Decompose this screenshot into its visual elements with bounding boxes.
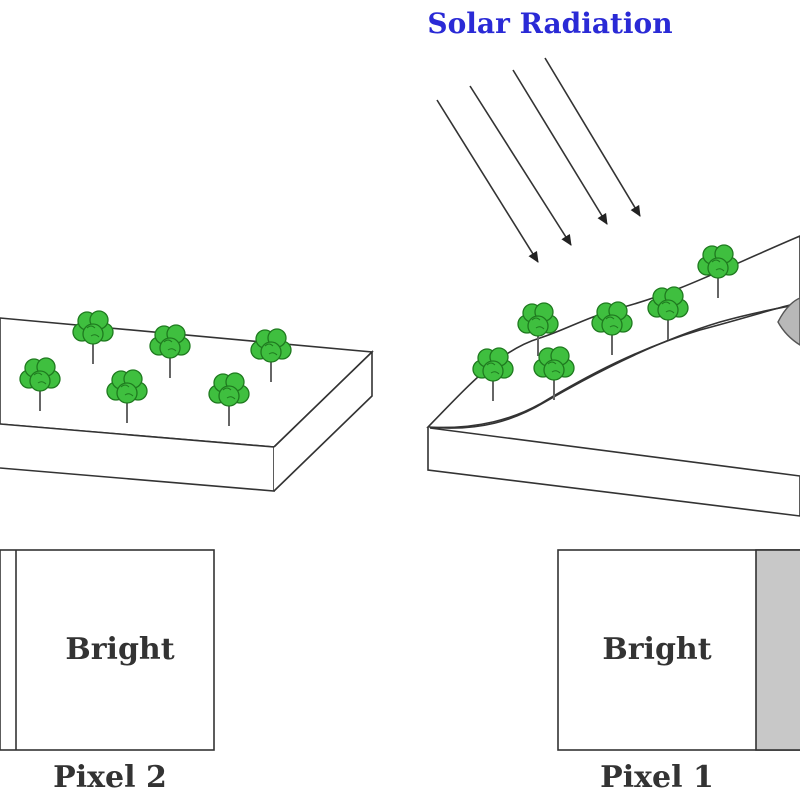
radiation-arrow <box>512 69 608 225</box>
radiation-arrow <box>544 57 641 217</box>
pixel-1-cell-label: Bright <box>602 632 711 667</box>
solar-radiation-arrows <box>436 57 641 263</box>
diagram-title: Solar Radiation <box>427 7 672 40</box>
pixel-1-box: Bright <box>557 549 800 751</box>
radiation-arrow <box>469 85 572 246</box>
pixel-1-shaded-cell <box>755 549 800 751</box>
pixel-2-caption: Pixel 2 <box>53 760 167 795</box>
sloped-terrain-front <box>427 427 800 517</box>
radiation-arrow <box>436 99 539 263</box>
pixel-2-frame <box>0 549 215 751</box>
pixel-2-box: Bright <box>0 549 215 751</box>
pixel-1-caption: Pixel 1 <box>600 760 714 795</box>
shadow-rock <box>777 297 800 346</box>
flat-terrain-side <box>273 350 373 492</box>
pixel-2-cell-label: Bright <box>65 632 174 667</box>
hill-inner-ridge <box>427 303 800 429</box>
